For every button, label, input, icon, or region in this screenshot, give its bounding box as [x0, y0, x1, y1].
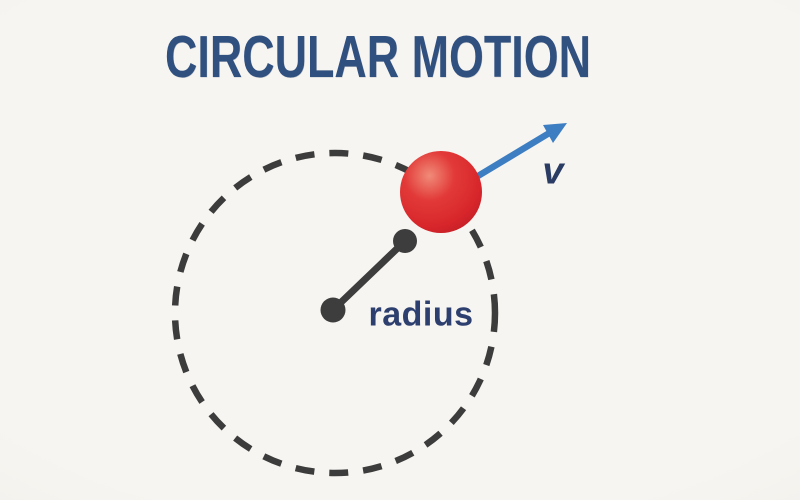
velocity-arrow-shaft — [474, 128, 555, 180]
orbit-path-circle — [171, 149, 499, 477]
orbiting-ball — [400, 151, 482, 233]
ball-edge-dot — [393, 229, 417, 253]
velocity-arrow-head — [543, 123, 567, 143]
velocity-label: v — [542, 150, 564, 193]
radius-label: radius — [368, 295, 474, 334]
page-title: CIRCULAR MOTION — [165, 24, 591, 90]
center-dot — [320, 297, 346, 323]
radius-line — [329, 237, 409, 314]
